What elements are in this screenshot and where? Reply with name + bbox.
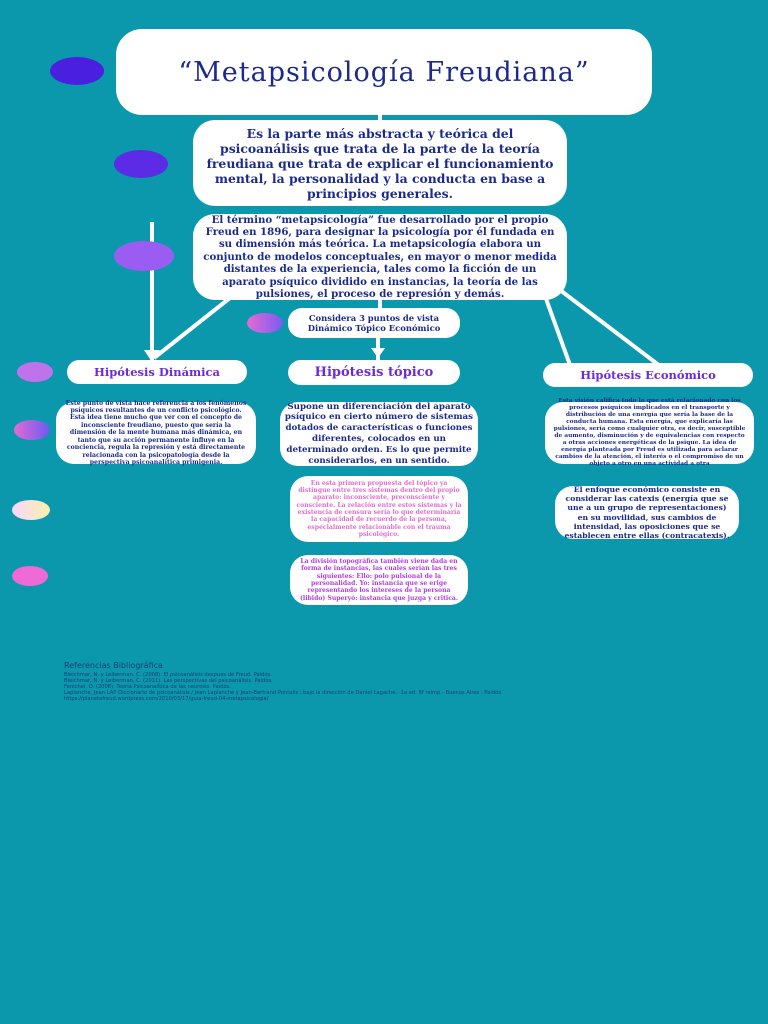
connector-term-dinamica bbox=[152, 288, 242, 360]
economico-description: Esta visión califica todo lo que está re… bbox=[545, 398, 754, 467]
dinamica-description-text: Este punto de vista hace referencia a lo… bbox=[65, 399, 247, 466]
decorative-circle-6 bbox=[14, 420, 50, 440]
topico-systems: En esta primera propuesta del tópico ya … bbox=[290, 476, 468, 542]
topico-description: Supone un diferenciación del aparato psí… bbox=[280, 402, 478, 466]
heading-economico: Hipótesis Económico bbox=[543, 363, 753, 387]
arrowhead-topico bbox=[371, 348, 385, 358]
heading-dinamica-text: Hipótesis Dinámica bbox=[93, 365, 221, 379]
reference-item: Fenichel, O. (2008). Teoría Psicoanalíti… bbox=[64, 684, 231, 691]
topico-systems-text: En esta primera propuesta del tópico ya … bbox=[296, 479, 462, 538]
economico-description-text: Esta visión califica todo lo que está re… bbox=[553, 397, 746, 467]
economico-approach: El enfoque económico consiste en conside… bbox=[555, 484, 739, 540]
reference-link[interactable]: https://planetafreud.wordpress.com/2010/… bbox=[64, 696, 269, 703]
references-title: Referencias Bibliográfica bbox=[64, 661, 163, 670]
heading-economico-text: Hipótesis Económico bbox=[580, 367, 716, 382]
decorative-circle-4 bbox=[247, 313, 283, 333]
heading-dinamica: Hipótesis Dinámica bbox=[67, 360, 247, 384]
definition-text: Es la parte más abstracta y teórica del … bbox=[206, 125, 554, 201]
term-origin-box: El término “metapsicología” fue desarrol… bbox=[193, 214, 567, 300]
decorative-circle-7 bbox=[12, 500, 50, 520]
connector-term-economico-2 bbox=[558, 288, 662, 368]
economico-approach-text: El enfoque económico consiste en conside… bbox=[564, 484, 730, 540]
decorative-circle-5 bbox=[17, 362, 53, 382]
decorative-circle-3 bbox=[114, 241, 174, 271]
dinamica-description: Este punto de vista hace referencia a lo… bbox=[56, 399, 256, 466]
decorative-circle-2 bbox=[114, 150, 168, 178]
page-title-text: “Metapsicología Freudiana” bbox=[178, 56, 590, 88]
topico-instances: La división topográfica también viene da… bbox=[290, 555, 468, 605]
definition-box: Es la parte más abstracta y teórica del … bbox=[193, 120, 567, 206]
term-origin-text: El término “metapsicología” fue desarrol… bbox=[203, 213, 557, 301]
reference-item: Bleichmar, N. y Leiberman, C. (2008). El… bbox=[64, 672, 272, 678]
connector-term-economico-1 bbox=[543, 295, 572, 366]
topico-description-text: Supone un diferenciación del aparato psí… bbox=[284, 401, 474, 466]
reference-item: Laplanche, Jean LAP Diccionario de psico… bbox=[64, 690, 503, 697]
reference-item: Bleichmar, N. y Leiberman, C. (2011). La… bbox=[64, 678, 273, 685]
page-title: “Metapsicología Freudiana” bbox=[116, 29, 652, 115]
viewpoints-box: Considera 3 puntos de vista Dinámico Tóp… bbox=[288, 308, 460, 338]
decorative-circle-1 bbox=[50, 57, 104, 85]
references-section: Referencias Bibliográfica Bleichmar, N. … bbox=[64, 661, 744, 702]
topico-instances-text: La división topográfica también viene da… bbox=[300, 558, 458, 602]
arrowhead-dinamica bbox=[144, 350, 160, 362]
viewpoints-text: Considera 3 puntos de vista Dinámico Tóp… bbox=[307, 313, 441, 333]
decorative-circle-8 bbox=[12, 566, 48, 586]
heading-topico-text: Hipótesis tópico bbox=[314, 365, 434, 380]
heading-topico: Hipótesis tópico bbox=[288, 360, 460, 385]
